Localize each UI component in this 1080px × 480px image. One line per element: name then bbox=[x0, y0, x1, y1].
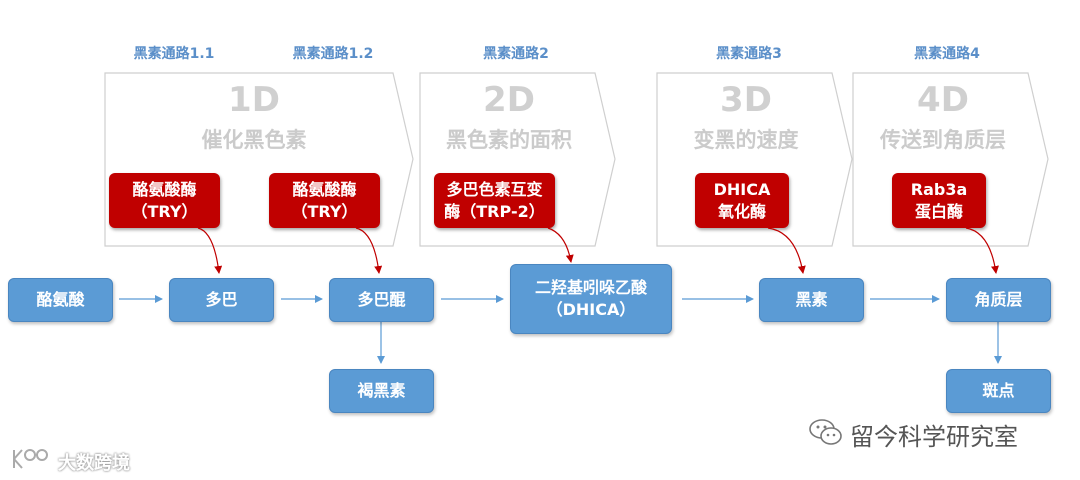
logo-icon bbox=[8, 446, 52, 477]
node-stratum-corneum: 角质层 bbox=[946, 278, 1051, 322]
node-label: （DHICA） bbox=[546, 300, 636, 319]
node-dopa: 多巴 bbox=[169, 278, 274, 322]
enzyme-line: （TRY） bbox=[131, 201, 198, 221]
enzyme-arrow-3 bbox=[547, 227, 574, 263]
pathway-label-3: 黑素通路3 bbox=[716, 46, 782, 62]
node-melanin: 黑素 bbox=[759, 278, 864, 322]
node-label: 二羟基吲哚乙酸 bbox=[534, 278, 647, 297]
node-label: 黑素 bbox=[795, 290, 828, 309]
wechat-icon bbox=[808, 417, 844, 452]
enzyme-arrow-5 bbox=[965, 227, 999, 274]
watermark-left-text: 大数跨境 bbox=[58, 452, 130, 474]
enzyme-line: （TRY） bbox=[291, 201, 358, 221]
node-label: 多巴 bbox=[205, 290, 238, 309]
node-label: 褐黑素 bbox=[357, 381, 406, 400]
stage-num-4d: 4D bbox=[917, 80, 969, 120]
enzyme-box-dhica-oxidase: DHICA 氧化酶 bbox=[695, 173, 789, 228]
enzyme-box-trp2: 多巴色素互变 酶（TRP-2） bbox=[434, 173, 555, 228]
pathway-label-2: 黑素通路2 bbox=[483, 46, 549, 62]
enzyme-arrow-1 bbox=[197, 227, 223, 274]
node-label: 酪氨酸 bbox=[36, 290, 85, 309]
node-label: 多巴醌 bbox=[357, 290, 406, 309]
enzyme-line: 蛋白酶 bbox=[914, 201, 963, 221]
enzyme-line: 酶（TRP-2） bbox=[444, 201, 545, 221]
enzyme-line: DHICA bbox=[713, 179, 771, 199]
enzyme-line: Rab3a bbox=[910, 179, 968, 199]
enzyme-line: 酪氨酸酶 bbox=[292, 179, 357, 199]
watermark-left: 大数跨境 bbox=[8, 446, 130, 477]
watermark-right: 留今科学研究室 bbox=[808, 417, 1018, 452]
pathway-label-1-1: 黑素通路1.1 bbox=[133, 46, 215, 62]
node-tyrosine: 酪氨酸 bbox=[8, 278, 113, 322]
enzyme-line: 氧化酶 bbox=[717, 201, 766, 221]
stage-num-3d: 3D bbox=[720, 80, 772, 120]
stage-title-2d: 黑色素的面积 bbox=[446, 128, 572, 152]
node-dhica: 二羟基吲哚乙酸 （DHICA） bbox=[510, 264, 672, 334]
pathway-label-1-2: 黑素通路1.2 bbox=[292, 46, 374, 62]
stage-title-1d: 催化黑色素 bbox=[201, 128, 307, 152]
enzyme-box-try-2: 酪氨酸酶 （TRY） bbox=[269, 173, 380, 228]
stage-title-3d: 变黑的速度 bbox=[693, 128, 799, 152]
pathway-label-4: 黑素通路4 bbox=[914, 46, 980, 62]
stage-num-1d: 1D bbox=[228, 80, 280, 120]
node-label: 斑点 bbox=[982, 381, 1015, 400]
node-dopaquinone: 多巴醌 bbox=[329, 278, 434, 322]
node-brown-melanin: 褐黑素 bbox=[329, 369, 434, 413]
node-spots: 斑点 bbox=[946, 369, 1051, 413]
enzyme-arrow-2 bbox=[355, 227, 383, 274]
stage-title-4d: 传送到角质层 bbox=[880, 128, 1006, 152]
stage-num-2d: 2D bbox=[483, 80, 535, 120]
watermark-right-text: 留今科学研究室 bbox=[850, 423, 1018, 451]
enzyme-line: 酪氨酸酶 bbox=[132, 179, 197, 199]
node-label: 角质层 bbox=[974, 290, 1023, 309]
enzyme-box-rab3a: Rab3a 蛋白酶 bbox=[892, 173, 986, 228]
enzyme-box-try-1: 酪氨酸酶 （TRY） bbox=[109, 173, 220, 228]
enzyme-line: 多巴色素互变 bbox=[446, 179, 543, 199]
enzyme-arrow-4 bbox=[767, 227, 806, 274]
